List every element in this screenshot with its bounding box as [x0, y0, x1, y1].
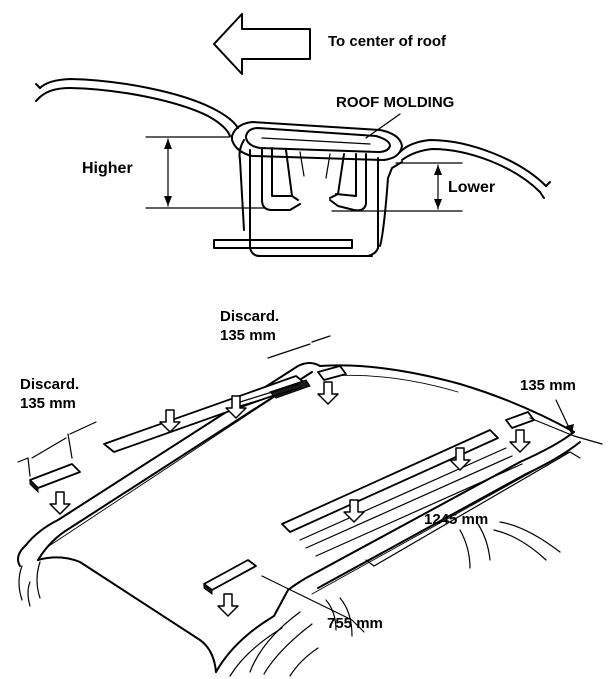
long-dimension-label: 1245 mm — [424, 511, 489, 528]
roof-channel-bottom — [213, 139, 403, 257]
discard-top-label: Discard. — [220, 308, 280, 325]
lower-label: Lower — [448, 179, 496, 196]
left-discard-piece — [29, 463, 81, 494]
discard-left-dimension-label: 135 mm — [20, 395, 76, 412]
top-discard-piece — [317, 365, 347, 381]
discard-top-dimension — [267, 335, 331, 359]
right-dimension-label: 135 mm — [520, 377, 576, 394]
direction-arrow-icon — [213, 13, 311, 75]
down-arrow-icon — [49, 381, 531, 617]
discard-left-label: Discard. — [20, 376, 80, 393]
right-molding-strip — [281, 429, 523, 557]
direction-label: To center of roof — [328, 33, 447, 50]
rear-molding-piece — [203, 559, 257, 595]
discard-top-dimension-label: 135 mm — [220, 327, 276, 344]
roof-panel-right — [399, 139, 551, 199]
roof-outline — [17, 362, 581, 677]
higher-label: Higher — [82, 160, 133, 177]
molding-leader-line — [365, 113, 401, 139]
higher-dimension — [145, 136, 265, 209]
discard-left-dimension — [17, 421, 97, 477]
roof-molding-section — [231, 121, 403, 257]
short-dimension-label: 755 mm — [327, 615, 383, 632]
right-discard-piece — [505, 411, 535, 429]
roof-panel-left — [35, 78, 239, 137]
right-135-dimension — [529, 399, 603, 445]
roof-molding-label: ROOF MOLDING — [336, 94, 455, 111]
lower-dimension — [331, 162, 463, 212]
short-dimension — [261, 575, 365, 633]
long-dimension — [365, 451, 581, 567]
